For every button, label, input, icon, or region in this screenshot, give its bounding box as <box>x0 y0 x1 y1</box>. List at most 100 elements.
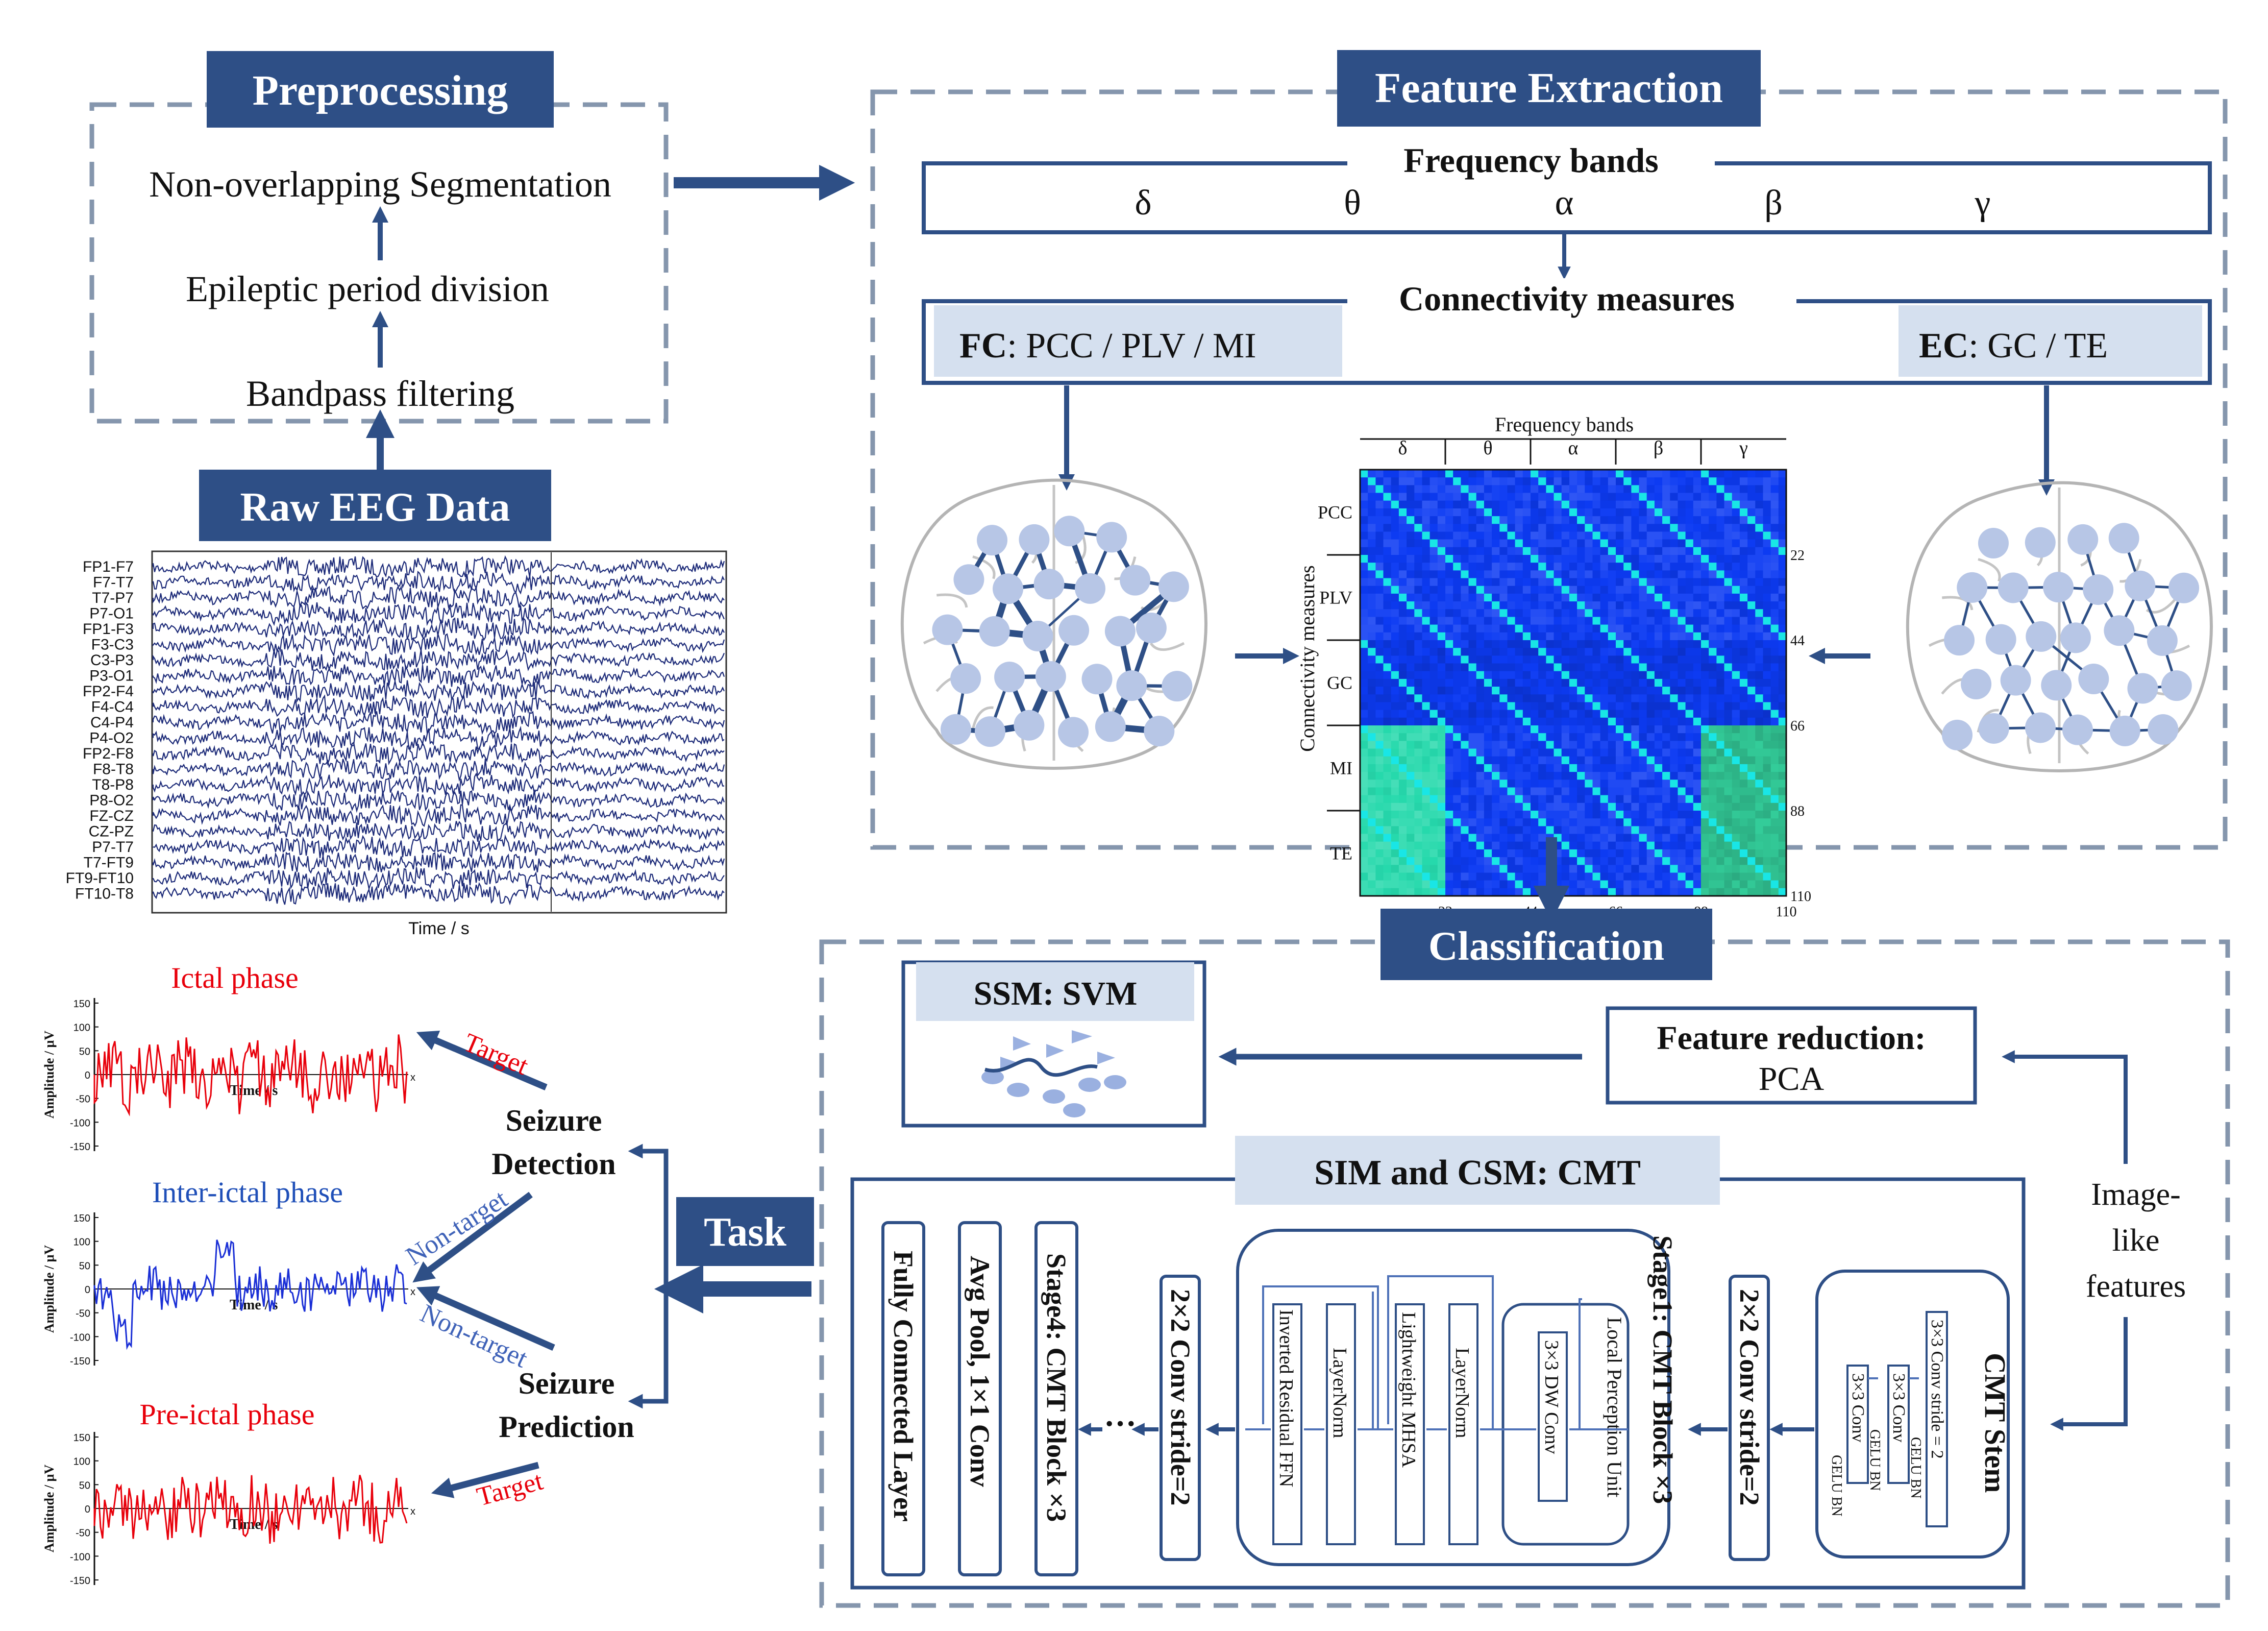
eeg-trace <box>152 633 725 657</box>
phase-ytick: 0 <box>85 1504 90 1515</box>
eeg-trace <box>152 648 725 671</box>
phase-ytick: -150 <box>70 1141 90 1153</box>
label-nontarget-1: Non-target <box>401 1184 513 1271</box>
eeg-channel-label: FP2-F8 <box>83 745 134 762</box>
fc-brain-network <box>900 478 1207 770</box>
arrow-target-pre <box>431 1462 539 1498</box>
phase-ytick: -100 <box>70 1332 90 1343</box>
brain-node <box>1054 516 1085 547</box>
brain-node <box>2108 523 2139 554</box>
matrix-heatmap <box>1359 469 1787 897</box>
phases-panel: Ictal phase Inter-ictal phase Pre-ictal … <box>42 961 415 1587</box>
brain-node <box>1035 661 1066 692</box>
fc-layer-box <box>881 1221 925 1576</box>
eeg-channel-label: CZ-PZ <box>89 823 134 840</box>
brain-node <box>953 564 984 595</box>
eeg-channel-label: P7-T7 <box>92 839 134 856</box>
classification-title: Classification <box>1428 924 1664 969</box>
phase-ylabel: Amplitude / μV <box>42 1031 57 1118</box>
brain-node <box>2104 615 2135 646</box>
brain-node <box>1058 717 1089 748</box>
lpu-label: Local Perception Unit <box>1603 1317 1626 1497</box>
bands-title: Frequency bands <box>1403 141 1658 180</box>
image-like-3: features <box>2086 1269 2186 1304</box>
matrix-right-tick: 66 <box>1790 718 1805 734</box>
stage1-label: Stage1: CMT Block ×3 <box>1647 1235 1678 1504</box>
eeg-trace <box>152 694 725 719</box>
prediction-line1: Seizure <box>519 1367 615 1400</box>
eeg-trace <box>152 711 725 735</box>
phase-xtick: x <box>410 1506 415 1517</box>
pca-sub: PCA <box>1759 1060 1825 1098</box>
stage4-box <box>1034 1221 1078 1576</box>
brain-node <box>1095 711 1126 742</box>
brain-node <box>1104 616 1136 647</box>
matrix-ticks: 2244668811022446688110 <box>1438 548 1811 920</box>
phase-ytick: -150 <box>70 1575 90 1587</box>
brain-node <box>2148 714 2179 745</box>
eeg-channel-label: FT10-T8 <box>75 886 134 903</box>
mhsa-label: Lightweight MHSA <box>1398 1312 1419 1468</box>
ec-bold: EC <box>1919 326 1968 366</box>
eeg-trace <box>152 570 725 595</box>
matrix-row-label: MI <box>1330 758 1352 778</box>
brain-node <box>1014 710 1045 741</box>
band-alpha: α <box>1555 183 1574 223</box>
band-gamma: γ <box>1975 183 1991 223</box>
avgpool-box <box>958 1221 1002 1576</box>
raw-header <box>199 470 551 541</box>
band-theta: θ <box>1344 183 1361 223</box>
stem-conv3: 3×3 Conv <box>1848 1373 1867 1442</box>
brain-node <box>2125 570 2156 601</box>
phase-ytick: -50 <box>76 1528 90 1539</box>
image-like-1: Image- <box>2091 1177 2181 1212</box>
brain-node <box>2025 527 2056 558</box>
eeg-channel-label: F7-T7 <box>93 574 134 591</box>
brain-node <box>1985 624 2016 655</box>
detection-line2: Detection <box>491 1147 615 1181</box>
matrix-band-label: θ <box>1483 437 1492 459</box>
eeg-trace <box>152 882 725 906</box>
matrix-right-tick: 110 <box>1790 889 1811 905</box>
brain-node <box>2067 524 2099 555</box>
eeg-trace <box>152 555 725 578</box>
eeg-trace <box>152 834 725 859</box>
step-segmentation: Non-overlapping Segmentation <box>149 164 611 205</box>
image-like-2: like <box>2112 1223 2160 1258</box>
ssm-title: SSM: SVM <box>974 975 1138 1012</box>
eeg-channel-label: T7-FT9 <box>84 855 134 871</box>
matrix-right-tick: 44 <box>1790 633 1805 649</box>
interictal-title: Inter-ictal phase <box>152 1176 343 1209</box>
matrix-row-label: GC <box>1327 673 1352 693</box>
brain-node <box>994 662 1025 693</box>
phase-ylabel: Amplitude / μV <box>42 1465 57 1552</box>
phase-ytick: -50 <box>76 1094 90 1105</box>
preprocessing-title: Preprocessing <box>253 67 508 114</box>
cmt-header <box>1235 1136 1720 1205</box>
brain-node <box>1944 625 1975 656</box>
eeg-trace <box>152 820 725 842</box>
step-bandpass: Bandpass filtering <box>246 373 514 414</box>
brain-node <box>1998 572 2029 603</box>
stem-gelu2: GELU BN <box>1867 1429 1883 1491</box>
brain-node <box>2000 665 2031 696</box>
task-title: Task <box>704 1210 786 1255</box>
eeg-trace <box>152 664 725 687</box>
feature-title: Feature Extraction <box>1375 64 1723 112</box>
eeg-channel-label: C4-P4 <box>90 714 134 731</box>
irffn-label: Inverted Residual FFN <box>1275 1309 1297 1487</box>
brain-node <box>940 714 971 745</box>
brain-node <box>1144 716 1175 747</box>
eeg-trace <box>152 867 725 891</box>
brain-node <box>2109 715 2140 746</box>
eeg-trace <box>152 601 725 626</box>
eeg-channel-label: FP2-F4 <box>83 683 134 700</box>
eeg-trace <box>152 804 725 827</box>
classification-header <box>1380 909 1712 980</box>
phase-ylabel: Amplitude / μV <box>42 1245 57 1333</box>
preictal-title: Pre-ictal phase <box>139 1398 314 1431</box>
brain-node <box>2041 670 2072 701</box>
cmt-stem-title: CMT Stem <box>1979 1353 2012 1493</box>
brain-node <box>950 663 981 694</box>
brain-node <box>2043 572 2074 603</box>
